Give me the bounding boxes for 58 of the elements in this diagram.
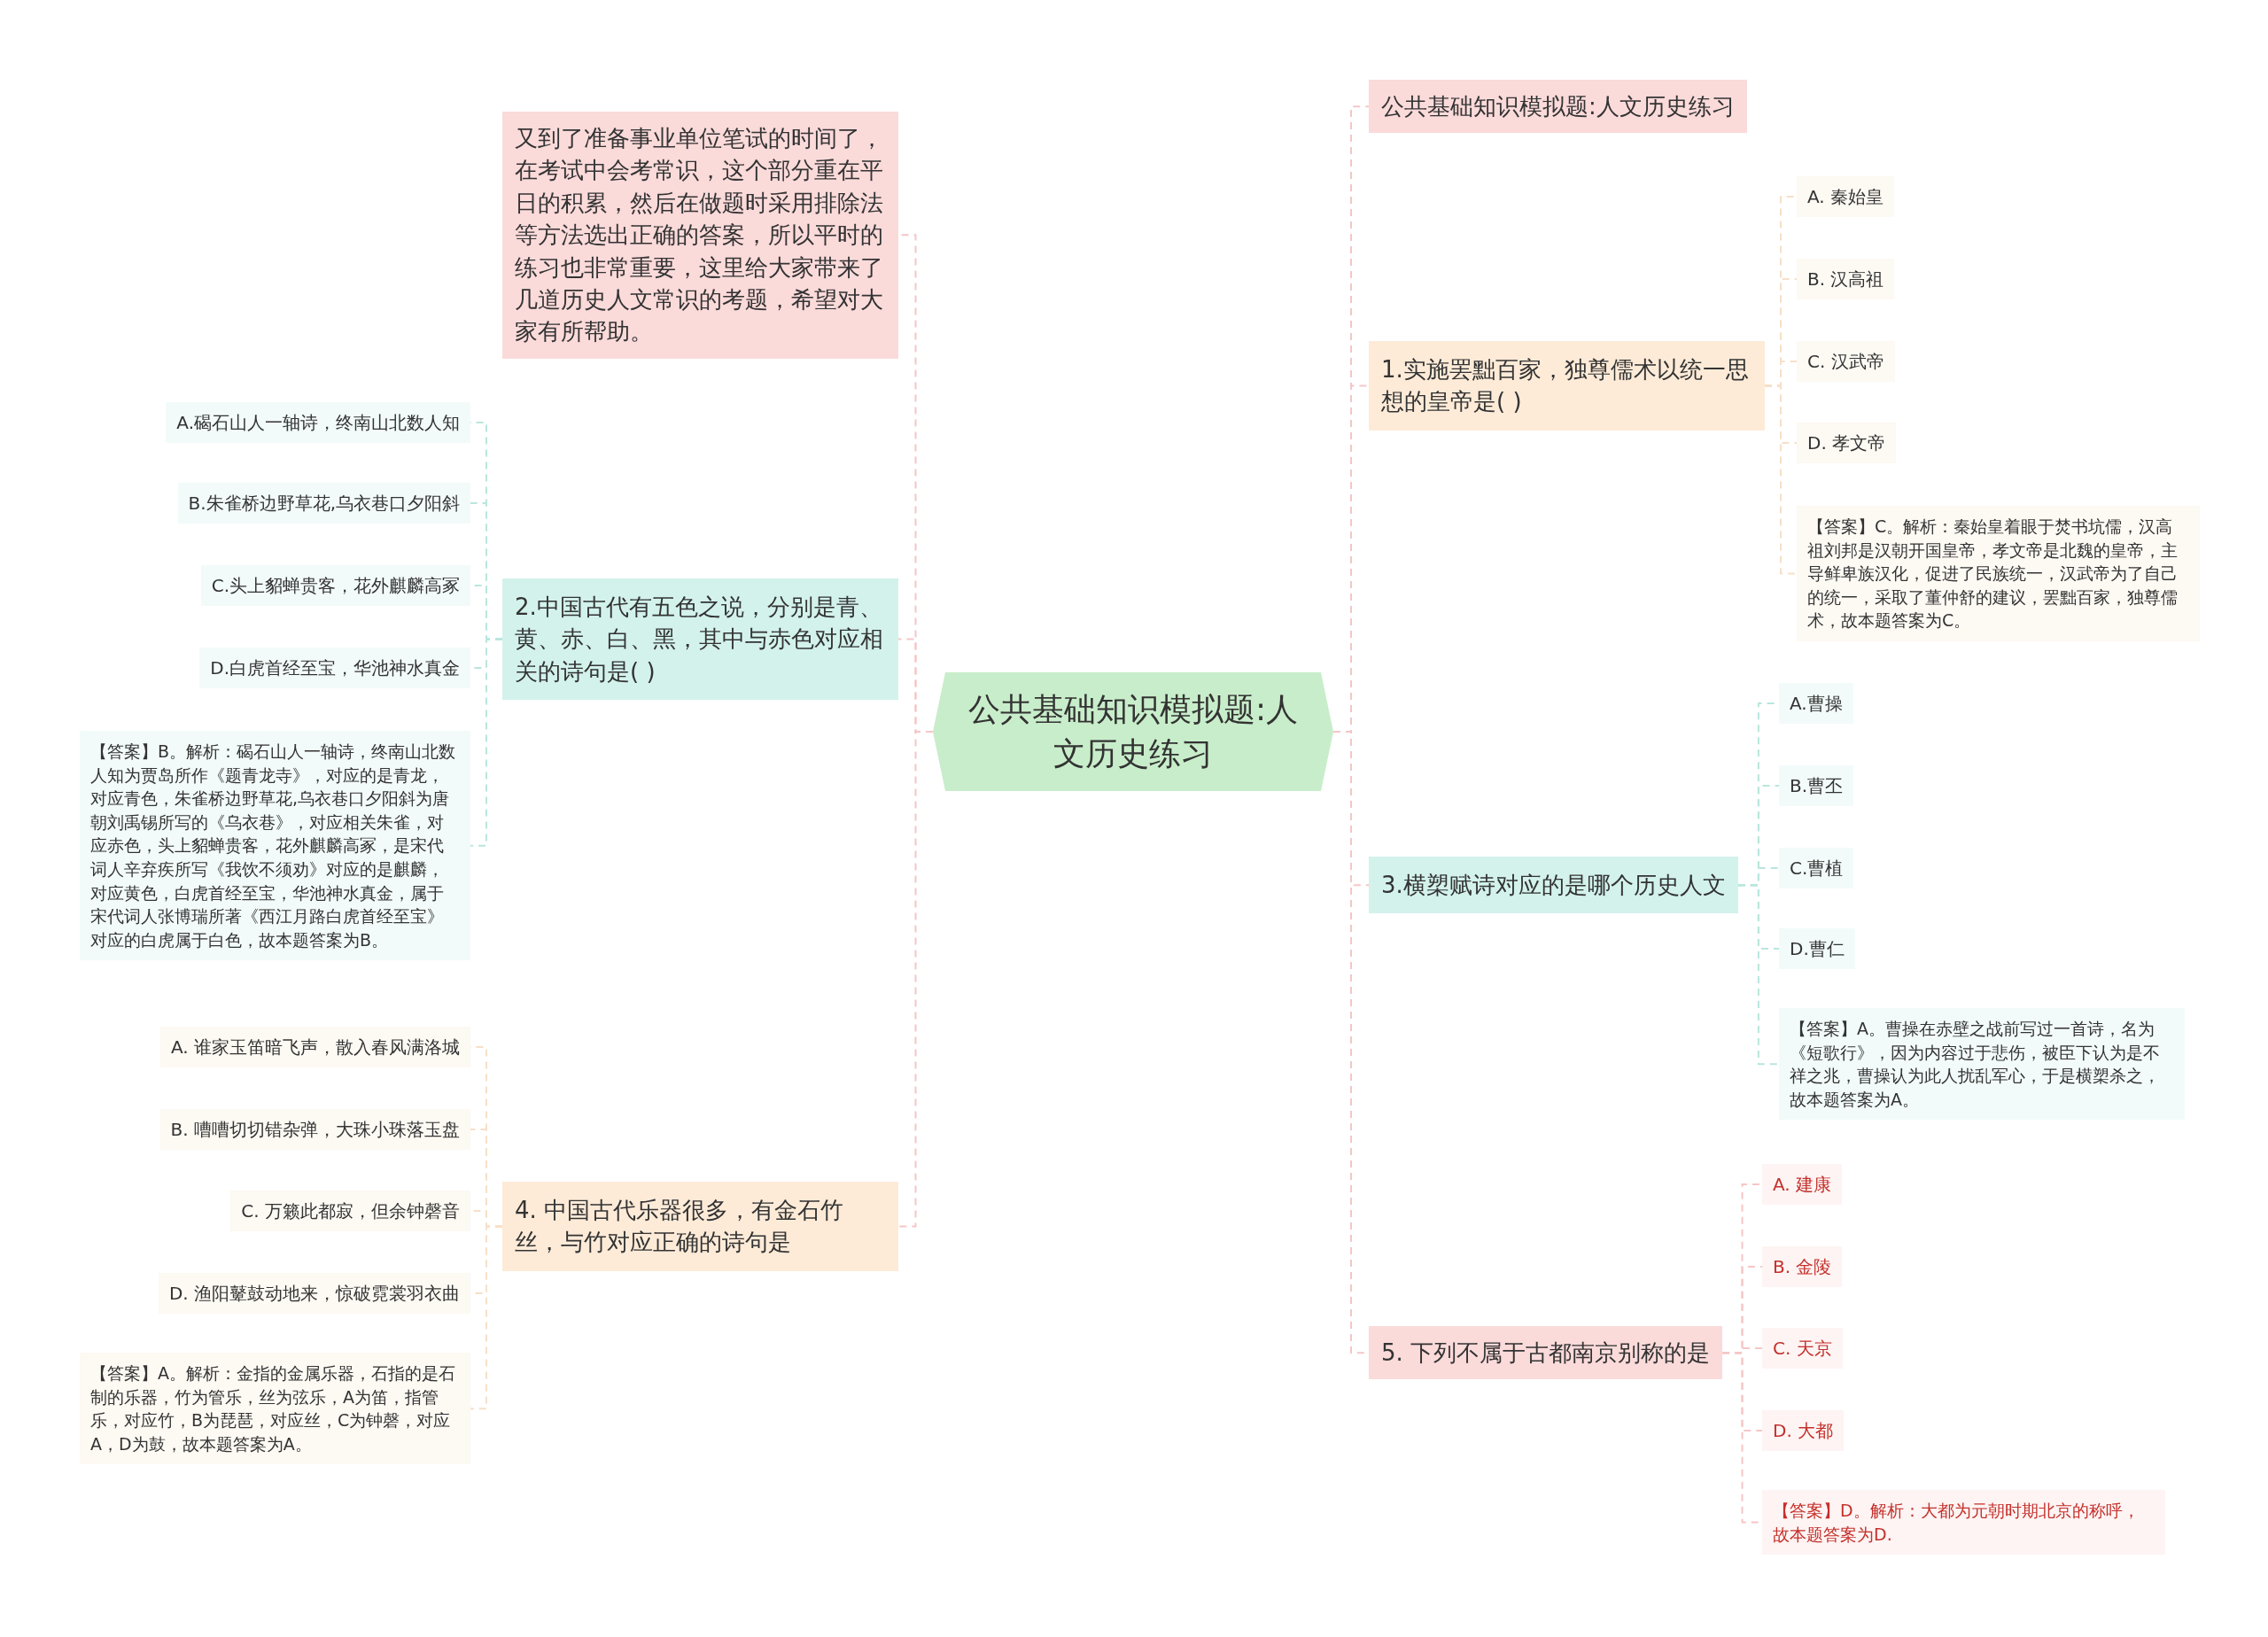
topic-box: [1369, 80, 1747, 134]
central-topic: [933, 672, 1333, 791]
option-text: C.头上貂蝉贵客，花外麒麟高冢: [211, 574, 460, 598]
option-box: [1779, 765, 1854, 806]
option-text: B.朱雀桥边野草花,乌衣巷口夕阳斜: [188, 492, 460, 516]
option-text: C. 万籁此都寂，但余钟磬音: [241, 1199, 460, 1223]
option-text: A. 秦始皇: [1807, 185, 1884, 209]
option-text: D. 大都: [1773, 1419, 1834, 1443]
question-text: 4. 中国古代乐器很多，有金石竹丝，与竹对应正确的诗句是: [515, 1196, 845, 1258]
question-box: [1369, 857, 1738, 914]
question-box: [502, 578, 898, 701]
question-text: 5. 下列不属于古都南京别称的是: [1381, 1338, 1711, 1368]
option-text: D.曹仁: [1790, 937, 1845, 961]
option-text: D. 渔阳鼙鼓动地来，惊破霓裳羽衣曲: [168, 1282, 460, 1306]
answer-text: 【答案】C。解析：秦始皇着眼于焚书坑儒，汉高祖刘邦是汉朝开国皇帝，孝文帝是北魏的皇帝，主导鲜卑族汉化，促进了民族统一，汉武帝为了自己的统一，采取了董仲舒的建议，罢黜百家，独尊儒术，故本题答案为C。: [1807, 516, 2179, 632]
connector-line: [1764, 384, 1798, 575]
answer-text: 【答案】B。解析：碣石山人一轴诗，终南山北数人知为贾岛所作《题青龙寺》，对应的是青龙，对应青色，朱雀桥边野草花,乌衣巷口夕阳斜为唐朝刘禹锡所写的《乌衣巷》，对应相关朱雀，对应赤色，头上貂蝉贵客，花外麒麟高冢，是宋代词人辛弃疾所写《我饮不须劝》对应的是麒麟，对应黄色，白虎首经至宝，华池神水真金，属于宋代词人张博瑞所著《西江月路白虎首经至宝》对应的白虎属于白色，故本题答案为B。: [90, 741, 457, 951]
answer-box: [80, 1353, 470, 1465]
option-box: [166, 402, 470, 443]
connector-line: [1736, 884, 1780, 1066]
option-text: D. 孝文帝: [1807, 431, 1886, 455]
answer-text: 【答案】A。曹操在赤壁之战前写过一首诗，名为《短歌行》，因为内容过于悲伤，被臣下认为是不祥之兆，曹操认为此人扰乱军心，于是横槊杀之，故本题答案为A。: [1790, 1018, 2161, 1111]
answer-text: 【答案】A。解析：金指的金属乐器，石指的是石制的乐器，竹为管乐，丝为弦乐，A为笛，指管乐，对应竹，B为琵琶，对应丝，C为钟磬，对应A，D为鼓，故本题答案为A。: [90, 1362, 456, 1455]
connector-line: [470, 1225, 503, 1410]
option-text: C. 汉武帝: [1807, 350, 1884, 374]
option-box: [1779, 848, 1854, 888]
central-topic-text: 公共基础知识模拟题:人文历史练习: [967, 689, 1300, 773]
option-box: [177, 483, 470, 524]
question-text: 1.实施罢黜百家，独尊儒术以统一思想的皇帝是( ): [1381, 355, 1750, 417]
option-box: [1797, 259, 1895, 299]
question-box: [1369, 1326, 1723, 1380]
option-text: A.碣石山人一轴诗，终南山北数人知: [176, 411, 460, 435]
intro-box: [502, 112, 898, 359]
option-text: A. 谁家玉笛暗飞声，散入春风满洛城: [170, 1036, 460, 1059]
option-text: C. 天京: [1773, 1337, 1832, 1361]
option-text: B. 汉高祖: [1807, 268, 1884, 291]
question-box: [502, 1182, 898, 1271]
option-box: [159, 1109, 470, 1150]
option-text: C.曹植: [1790, 857, 1844, 881]
option-text: A.曹操: [1790, 692, 1843, 716]
option-text: B.曹丕: [1790, 774, 1844, 798]
option-text: A. 建康: [1773, 1173, 1832, 1197]
answer-text: 【答案】D。解析：大都为元朝时期北京的称呼，故本题答案为D.: [1773, 1500, 2140, 1546]
option-text: B. 金陵: [1773, 1255, 1832, 1279]
option-box: [1797, 423, 1897, 463]
question-box: [1369, 341, 1765, 431]
option-text: B. 嘈嘈切切错杂弹，大珠小珠落玉盘: [170, 1118, 460, 1142]
option-box: [1762, 1410, 1845, 1451]
option-text: D.白虎首经至宝，华池神水真金: [210, 656, 460, 680]
question-text: 3.横槊赋诗对应的是哪个历史人文: [1381, 871, 1726, 900]
topic-text: 公共基础知识模拟题:人文历史练习: [1381, 92, 1735, 121]
option-box: [1762, 1246, 1843, 1287]
question-text: 2.中国古代有五色之说，分别是青、黄、赤、白、黑，其中与赤色对应相关的诗句是( ): [515, 593, 884, 687]
connector-line: [470, 638, 503, 847]
option-box: [1762, 1328, 1843, 1369]
option-box: [1779, 928, 1855, 969]
option-box: [1797, 341, 1895, 382]
intro-text: 又到了准备事业单位笔试的时间了，在考试中会考常识，这个部分重在平日的积累，然后在做题时采用排除法等方法选出正确的答案，所以平时的练习也非常重要，这里给大家带来了几道历史人文常识的考题，希望对大家有所帮助。: [515, 124, 884, 347]
